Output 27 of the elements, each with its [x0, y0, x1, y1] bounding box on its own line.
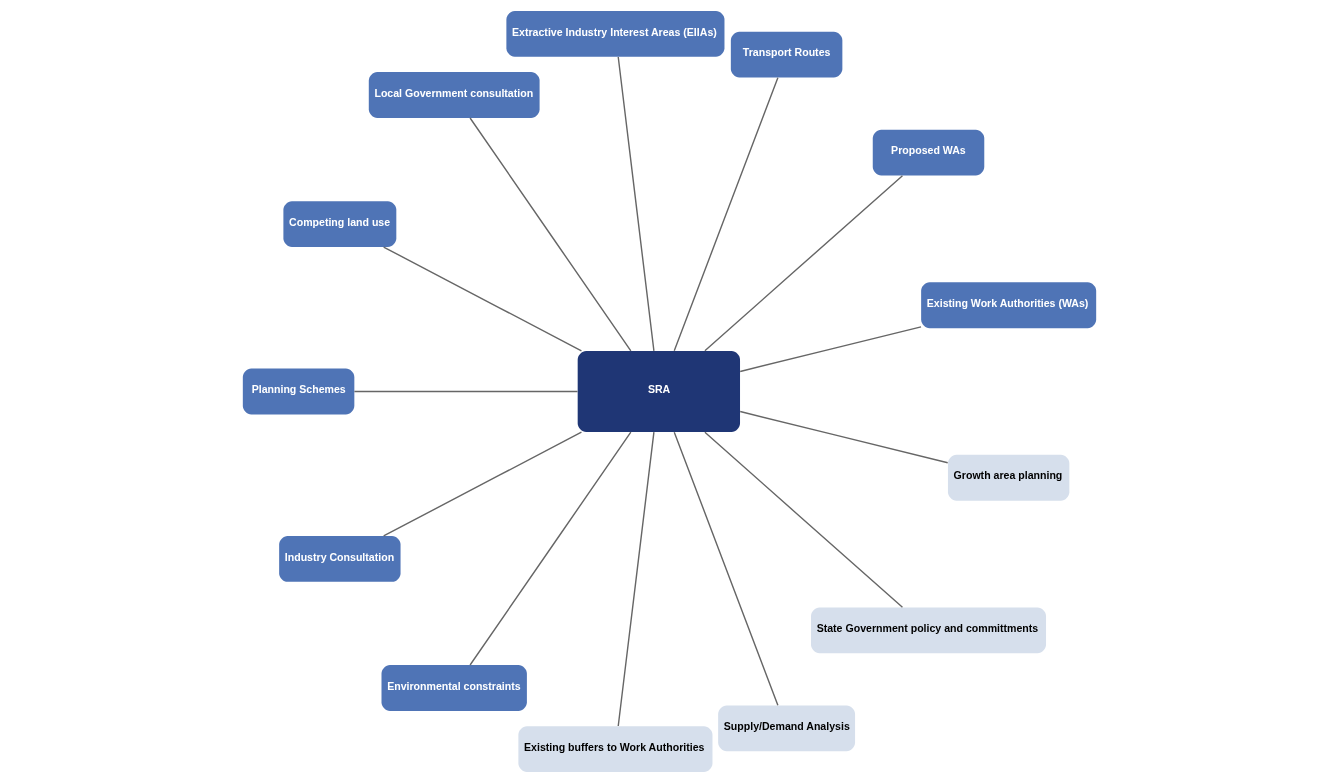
node-box: Transport Routes [730, 31, 843, 78]
node-box: SRA [577, 350, 741, 433]
connector [673, 431, 779, 706]
node-box: Existing Work Authorities (WAs) [921, 282, 1097, 329]
connector [382, 431, 583, 537]
connector [704, 431, 904, 608]
connector [469, 117, 632, 352]
connector [617, 56, 655, 352]
connector [469, 431, 632, 666]
node-box: Growth area planning [947, 454, 1070, 501]
connector [617, 431, 655, 727]
node-box: Supply/Demand Analysis [718, 705, 856, 752]
connector [739, 410, 949, 464]
node-box: Planning Schemes [242, 368, 355, 415]
connector [382, 246, 583, 352]
node-box: State Government policy and committments [811, 607, 1047, 654]
node-box: Industry Consultation [279, 536, 401, 582]
node-box: Local Government consultation [368, 72, 540, 118]
node-box: Environmental constraints [381, 665, 527, 711]
node-box: Existing buffers to Work Authorities [518, 726, 713, 773]
node-box: Extractive Industry Interest Areas (EIIAs) [506, 10, 725, 57]
node-box: Competing land use [283, 201, 397, 247]
connector [739, 326, 922, 373]
node-box: Proposed WAs [872, 129, 985, 176]
connector [673, 77, 779, 352]
connector [353, 390, 579, 393]
connector [704, 175, 904, 352]
